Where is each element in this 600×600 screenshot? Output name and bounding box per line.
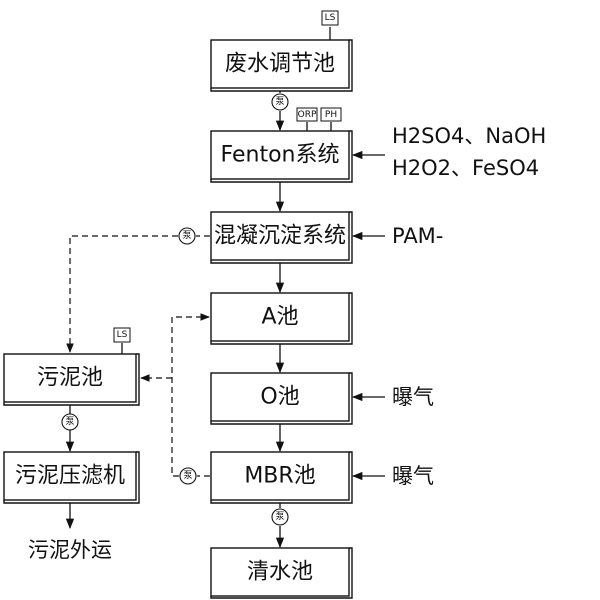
box-mbr-tank: MBR池 — [210, 451, 353, 504]
box-sludge-filter-press-label: 污泥压滤机 — [15, 464, 125, 489]
svg-text:泵: 泵 — [182, 230, 191, 241]
box-o-tank-label: O池 — [260, 385, 299, 410]
svg-text:泵: 泵 — [65, 416, 74, 427]
ls-tag-equalization: LS — [321, 10, 339, 40]
svg-text:LS: LS — [325, 13, 336, 23]
box-a-tank: A池 — [210, 292, 353, 345]
orp-tag: ORP — [296, 107, 318, 131]
pump-icon — [271, 93, 289, 111]
box-fenton-system-label: Fenton系统 — [221, 143, 340, 168]
flow-equalization-to-fenton: 泵 — [271, 91, 289, 132]
svg-text:PH: PH — [325, 110, 337, 120]
box-equalization-tank-label: 废水调节池 — [225, 52, 335, 77]
pump-icon — [271, 508, 289, 526]
box-coagulation-system: 混凝沉淀系统 — [210, 211, 353, 264]
flow-sludge-to-press: 泵 — [61, 405, 79, 453]
sludge-line-coagulation: 泵 — [66, 227, 210, 353]
ph-tag: PH — [320, 107, 342, 131]
flow-mbr-to-clear-water: 泵 — [271, 503, 289, 549]
output-label-sludge-outbound: 污泥外运 — [28, 538, 112, 562]
input-label-fenton-1: H2SO4、NaOH — [392, 124, 546, 148]
box-sludge-tank: 污泥池 — [3, 353, 140, 406]
box-clear-water-tank: 清水池 — [210, 547, 353, 599]
input-label-coagulation: PAM- — [392, 224, 443, 248]
box-coagulation-system-label: 混凝沉淀系统 — [214, 224, 346, 249]
sludge-line-mbr-return: 泵 — [140, 313, 210, 485]
box-sludge-filter-press: 污泥压滤机 — [3, 451, 140, 504]
svg-text:泵: 泵 — [275, 511, 284, 522]
box-sludge-tank-label: 污泥池 — [37, 366, 103, 391]
svg-text:泵: 泵 — [275, 96, 284, 107]
box-clear-water-tank-label: 清水池 — [247, 560, 313, 585]
svg-text:泵: 泵 — [183, 470, 192, 481]
box-mbr-tank-label: MBR池 — [244, 464, 315, 489]
svg-text:LS: LS — [117, 330, 128, 340]
input-label-fenton-2: H2O2、FeSO4 — [392, 156, 539, 180]
box-fenton-system: Fenton系统 — [210, 130, 353, 183]
pump-icon — [178, 227, 196, 245]
box-o-tank: O池 — [210, 372, 353, 425]
box-equalization-tank: 废水调节池 — [210, 39, 353, 92]
ls-tag-sludge: LS — [113, 327, 131, 354]
box-a-tank-label: A池 — [261, 305, 298, 330]
pump-icon — [179, 467, 197, 485]
input-label-o-tank: 曝气 — [392, 385, 434, 409]
input-label-mbr-tank: 曝气 — [392, 464, 434, 488]
svg-text:ORP: ORP — [298, 110, 317, 120]
